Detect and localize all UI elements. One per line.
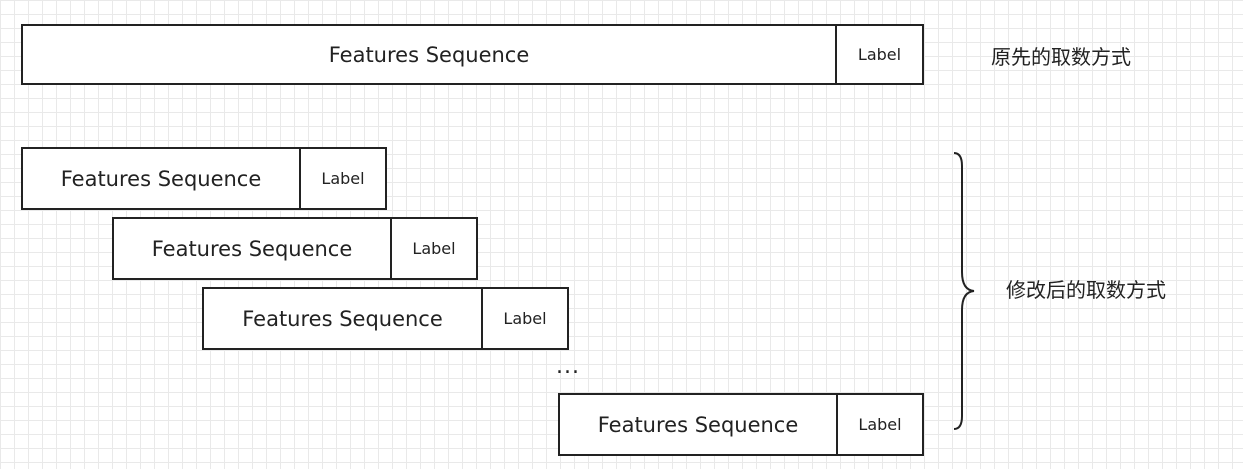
original-sequence-box: Features Sequence Label — [21, 24, 924, 85]
features-sequence-segment: Features Sequence — [328, 42, 530, 67]
features-sequence-segment: Features Sequence — [60, 166, 262, 191]
modified-caption: 修改后的取数方式 — [1006, 278, 1166, 302]
window-sequence-box-1: Features Sequence Label — [21, 147, 387, 210]
ellipsis: ... — [556, 354, 580, 379]
curly-brace — [953, 152, 975, 430]
label-segment: Label — [836, 395, 922, 454]
window-sequence-box-3: Features Sequence Label — [202, 287, 569, 350]
features-sequence-segment: Features Sequence — [242, 306, 443, 331]
label-segment: Label — [835, 26, 922, 83]
original-caption: 原先的取数方式 — [991, 45, 1131, 69]
window-sequence-box-4: Features Sequence Label — [558, 393, 924, 456]
label-segment: Label — [390, 219, 476, 278]
window-sequence-box-2: Features Sequence Label — [112, 217, 478, 280]
label-segment: Label — [299, 149, 385, 208]
features-sequence-segment: Features Sequence — [151, 236, 353, 261]
label-segment: Label — [481, 289, 567, 348]
features-sequence-segment: Features Sequence — [597, 412, 799, 437]
